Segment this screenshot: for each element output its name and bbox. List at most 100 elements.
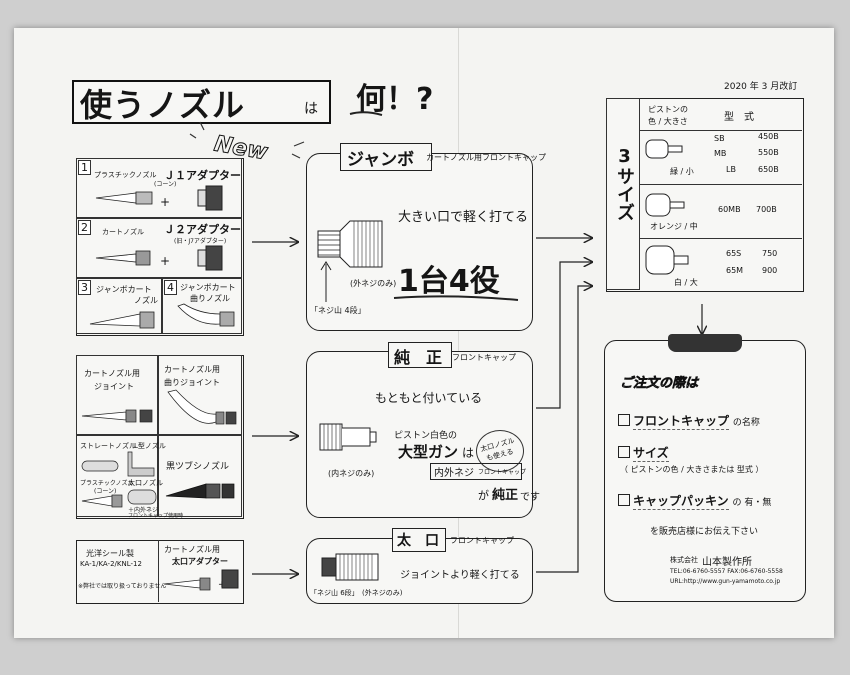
front-cap-note: フロントキャップ使用時: [128, 513, 184, 519]
j2-adapter-sub: (旧・J7アダプター): [174, 238, 227, 245]
big-gun-wa: は: [462, 446, 475, 460]
j1-adapter-label: Ｊ１アダプター: [164, 169, 241, 182]
clipboard-clip: [668, 334, 742, 352]
size-row3-v2: 900: [762, 266, 778, 275]
big-gun-label: 大型ガン: [398, 443, 459, 461]
plastic-nozzle-sub: (コーン): [154, 181, 177, 188]
black-nozzle-icon: [165, 483, 235, 499]
futokuchi-title: 太 口: [397, 533, 439, 549]
plastic-nozzle-joint-sub: (コーン): [94, 488, 117, 495]
genuine-label: 純正: [492, 488, 519, 503]
junsei-inner-only: (内ネジのみ): [328, 469, 375, 478]
cart-joint-icon: [81, 409, 153, 423]
size-row1-m3: LB: [726, 165, 736, 174]
sizes-row-rule-2: [640, 238, 802, 239]
joints-row-2b: [158, 435, 242, 517]
jumbo-outer-thread: (外ネジのみ): [350, 279, 397, 288]
inner-thread-note: ＋内外ネジ: [128, 507, 159, 514]
order-item-2-note: （ ピストンの色 / 大きさまたは 型式 ）: [620, 465, 764, 474]
toyo-divider: [158, 540, 242, 602]
toyo-label: 光洋シール製: [86, 549, 134, 558]
piston-medium-icon: [645, 193, 685, 217]
adapter-row-2: [76, 218, 242, 278]
toyo-models: KA-1/KA-2/KNL-12: [80, 560, 142, 568]
cart-joint-label: カートノズル用: [84, 369, 140, 378]
plus-sign-2: +: [160, 254, 171, 268]
j2-adapter-icon: [197, 245, 223, 271]
futokuchi-outer-only: (外ネジのみ): [362, 589, 403, 597]
thick-adapter-label-2: 太口アダプター: [172, 557, 228, 566]
jumbo-title-box: [340, 143, 432, 171]
order-item-2-label: サイズ: [633, 446, 669, 462]
inner-outer-label: 内外ネジ: [434, 468, 474, 479]
bent-joint-label: カートノズル用: [164, 365, 220, 374]
l-nozzle-icon: [127, 451, 155, 477]
jumbo-bent-label-2: 曲りノズル: [190, 294, 230, 303]
checkbox-icon: [618, 414, 630, 426]
inner-outer-cap: フロントキャップ: [478, 469, 527, 476]
company-tel: TEL:06-6760-5557 FAX:06-6760-5558: [670, 568, 783, 575]
futokuchi-thread6: 「ネジ山 6段」: [310, 589, 359, 597]
bent-joint-icon: [167, 389, 237, 425]
thick-nozzle-label: 太口ノズル: [128, 479, 163, 487]
sizes-label: 3サイズ: [614, 146, 635, 221]
toyo-panel: [76, 540, 244, 604]
new-burst-lines: [189, 121, 305, 159]
model-col-header: 型 式: [724, 112, 754, 123]
joints-row-1: [76, 355, 158, 435]
size-row3-v1: 750: [762, 249, 778, 258]
junsei-subtitle: フロントキャップ: [452, 353, 516, 362]
piston-small-icon: [645, 139, 683, 159]
jumbo-subtitle: カートノズル用フロントキャップ: [426, 153, 546, 162]
size-row1-v2: 550B: [758, 148, 779, 157]
jumbo-cart-label: ジャンボカート: [96, 285, 152, 294]
nani-underline: [349, 111, 383, 116]
futokuchi-tagline: ジョイントより軽く打てる: [400, 570, 520, 581]
piston-large-icon: [645, 245, 689, 275]
cart-nozzle-icon: [95, 250, 151, 266]
toyo-nozzle-icon: [163, 577, 211, 591]
title-box: [72, 80, 331, 124]
row-number-3: 3: [78, 280, 91, 295]
jumbo-cart-label-2: ノズル: [134, 296, 158, 305]
nani-heading: 何！?: [356, 82, 434, 117]
plus-sign-1: +: [160, 195, 171, 209]
order-item-3-label: キャップパッキン: [633, 494, 729, 510]
toyo-note: ※弊社では取り扱っておりません: [78, 583, 167, 590]
j1-adapter-icon: [197, 185, 223, 211]
size-row2-m1: 60MB: [718, 205, 741, 214]
thick-adapter-icon: [221, 569, 239, 589]
jumbo-tagline: 大きい口で軽く打てる: [398, 210, 529, 225]
sizes-left-column: [606, 98, 640, 290]
adapter-row-1: [76, 158, 242, 218]
jumbo-thread-note: 「ネジ山 4段」: [310, 306, 366, 315]
joints-row-1b: [158, 355, 242, 435]
bent-joint-label-2: 曲りジョイント: [164, 378, 220, 387]
futokuchi-cap-icon: [321, 553, 379, 581]
size-row2-v1: 700B: [756, 205, 777, 214]
desu-label: です: [520, 492, 540, 503]
thread-pointer-arrow: [320, 261, 332, 302]
straight-nozzle-icon: [81, 460, 119, 472]
order-clipboard: [604, 340, 806, 602]
junsei-tagline: もともと付いている: [375, 391, 483, 405]
company-prefix: 株式会社: [670, 556, 698, 564]
order-item-1-label: フロントキャップ: [633, 414, 730, 430]
order-title: ご注文の際は: [620, 376, 699, 392]
order-item-3: キャップパッキン の 有・無: [618, 492, 771, 510]
instruction-sheet: 使うノズル は 何！? 2020 年 3 月改訂 New 1 プラスチックノズル…: [14, 28, 834, 638]
page-title-ha: は: [304, 101, 318, 117]
plastic-nozzle-joint-label: プラスチックノズル: [80, 480, 134, 487]
futokuchi-subtitle: フロントキャップ: [450, 536, 514, 545]
junsei-cap-icon: [319, 423, 377, 451]
row-number-4: 4: [164, 280, 177, 295]
thick-nozzle-bubble: [476, 430, 524, 472]
futokuchi-title-box: [392, 528, 446, 552]
thick-nozzle-icon: [127, 489, 157, 505]
jumbo-cap-icon: [317, 220, 383, 268]
joints-row-2: [76, 435, 158, 517]
jumbo-headline: 1台4役: [398, 264, 500, 299]
junsei-title: 純 正: [394, 348, 443, 367]
order-item-1-suffix: の名称: [732, 418, 760, 428]
cart-joint-label-2: ジョイント: [94, 382, 134, 391]
